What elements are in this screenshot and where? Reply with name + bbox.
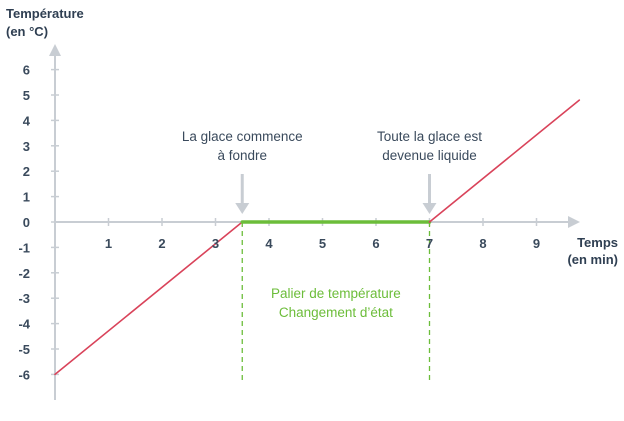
y-tick-label: -6 (18, 367, 30, 382)
x-tick-label: 4 (265, 236, 273, 251)
y-tick-label: 0 (23, 215, 30, 230)
y-tick-label: 5 (23, 88, 30, 103)
x-tick-label: 7 (426, 236, 433, 251)
x-tick-label: 3 (212, 236, 219, 251)
y-tick-label: -3 (18, 291, 30, 306)
x-tick-label: 6 (372, 236, 379, 251)
x-tick-label: 5 (319, 236, 326, 251)
x-tick-label: 8 (479, 236, 486, 251)
annotation-end-text: devenue liquide (382, 148, 477, 163)
x-axis-title: (en min) (567, 252, 618, 267)
annotation-start-text: à fondre (217, 148, 267, 163)
x-tick-label: 1 (105, 236, 112, 251)
y-axis-title: (en °C) (6, 24, 48, 39)
y-tick-label: -4 (18, 317, 30, 332)
plateau-label: Palier de température (271, 286, 401, 301)
annotation-end-text: Toute la glace est (377, 129, 482, 144)
y-tick-label: 3 (23, 139, 30, 154)
y-axis-arrow (49, 44, 61, 56)
y-axis-title: Température (6, 6, 84, 21)
y-tick-label: 1 (23, 190, 30, 205)
data-series (54, 99, 581, 376)
x-tick-label: 2 (158, 236, 165, 251)
y-tick-label: 2 (23, 164, 30, 179)
axis-titles: Température (en °C) Temps (en min) (6, 6, 618, 267)
annotation-start-text: La glace commence (182, 129, 303, 144)
y-tick-label: -2 (18, 266, 30, 281)
tick-labels: 6 5 4 3 2 1 0 -1 -2 -3 -4 -5 -6 1 2 3 4 5 6 7 8 9 (18, 63, 540, 383)
y-tick-label: -1 (18, 240, 30, 255)
series-heating-liquid (428, 99, 581, 223)
series-heating-solid (54, 221, 244, 376)
y-tick-label: 6 (23, 63, 30, 78)
annotation-end-arrow-head (422, 203, 437, 214)
plateau-label: Changement d’état (279, 305, 393, 320)
x-axis-arrow (568, 216, 580, 228)
y-tick-label: -5 (18, 342, 30, 357)
annotation-start-arrow-head (235, 203, 250, 214)
x-axis-title: Temps (577, 235, 618, 250)
annotations: La glace commence à fondre Toute la glace … (182, 129, 482, 320)
y-tick-label: 4 (23, 113, 31, 128)
x-tick-label: 9 (533, 236, 540, 251)
